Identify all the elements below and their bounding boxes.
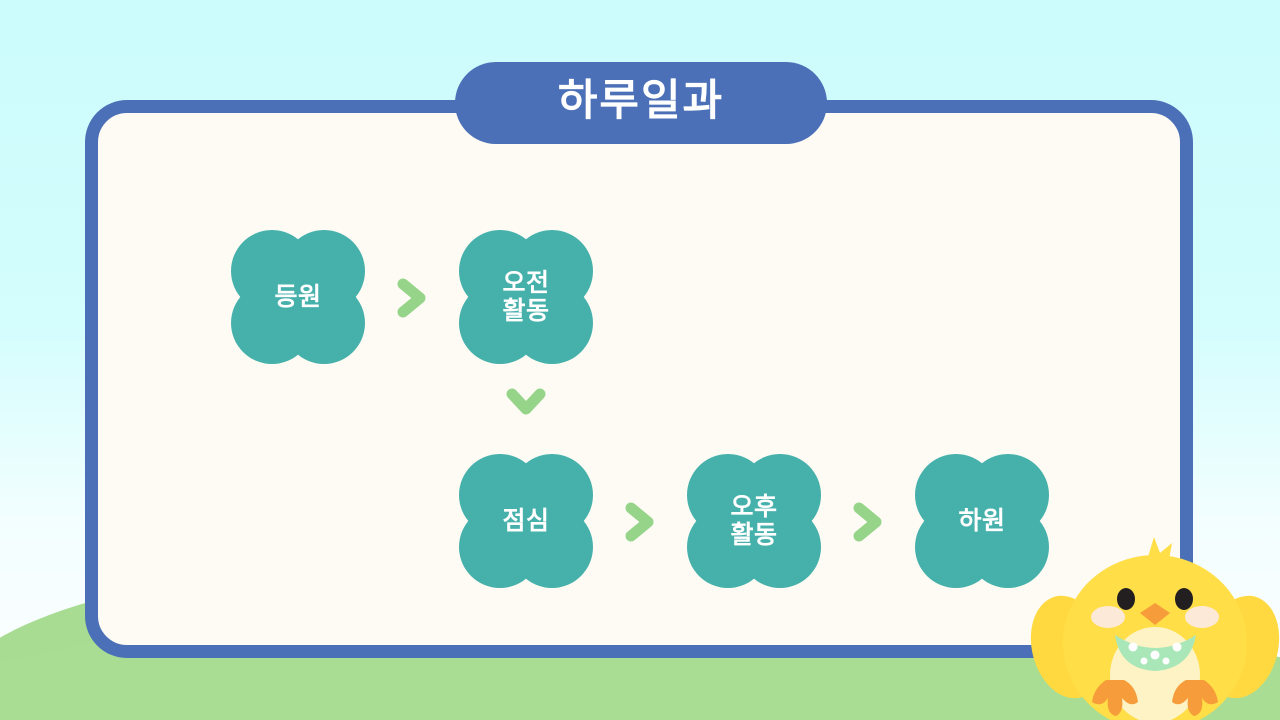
chick-cheek-left [1091,606,1125,628]
clover-shape [687,454,821,588]
chick-foot-right [1172,680,1218,716]
flow-node-label: 등원 [274,283,322,311]
clover-shape [459,454,593,588]
bib-dot [1140,657,1148,665]
bib-dot [1172,642,1182,652]
chevron-right-icon [853,502,882,542]
clover-shape [459,230,593,364]
flow-node-dismissal[interactable]: 하원 [915,454,1049,588]
flow-node-morning-activity[interactable]: 오전 활동 [459,230,593,364]
flow-node-label: 점심 [502,507,550,535]
clover-center [476,471,576,571]
page-title: 하루일과 [557,77,725,125]
clover-center [932,471,1032,571]
flow-node-label: 하원 [958,507,1006,535]
bib-dot [1162,657,1170,665]
chevron-down-icon [506,388,546,415]
flow-node-afternoon-activity[interactable]: 오후 활동 [687,454,821,588]
page-title-pill: 하루일과 [455,62,827,144]
flow-node-lunch[interactable]: 점심 [459,454,593,588]
flow-node-label: 오후 활동 [730,493,778,549]
clover-shape [231,230,365,364]
clover-center [476,247,576,347]
chick-cheek-right [1185,606,1219,628]
chevron-right-icon [625,502,654,542]
chick-foot-left [1092,680,1138,716]
bib-dot [1128,642,1138,652]
bib-dot [1150,650,1160,660]
flow-node-arrival[interactable]: 등원 [231,230,365,364]
chick-beak [1140,603,1170,625]
clover-center [248,247,348,347]
chick-eye-right [1175,588,1193,610]
chick-mascot [1030,537,1280,720]
clover-center [704,471,804,571]
chevron-right-icon [397,278,426,318]
clover-shape [915,454,1049,588]
chick-eye-left [1117,588,1135,610]
flow-node-label: 오전 활동 [502,269,550,325]
